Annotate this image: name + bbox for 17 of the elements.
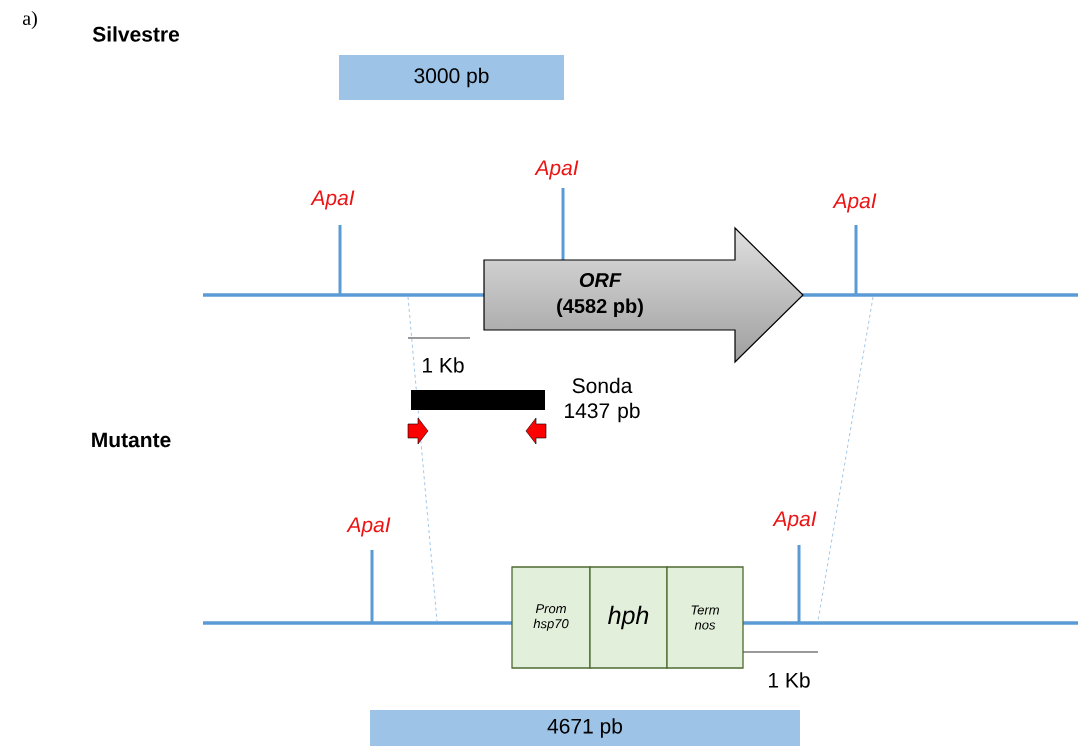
scale-label: 1 Kb bbox=[423, 357, 464, 373]
restriction-site-label: ApaI bbox=[832, 193, 877, 213]
restriction-site-label: ApaI bbox=[346, 517, 391, 537]
cassette-box: Term nos bbox=[666, 566, 744, 669]
size-band: 3000 pb bbox=[339, 55, 564, 100]
size-band: 4671 pb bbox=[370, 710, 800, 746]
probe-bar bbox=[411, 390, 545, 410]
restriction-site-label: ApaI bbox=[310, 190, 355, 210]
panel-label: a) bbox=[22, 10, 37, 30]
scale-label: 1 Kb bbox=[769, 672, 810, 688]
strain-label: Silvestre bbox=[92, 26, 180, 42]
cassette-box: Prom hsp70 bbox=[511, 566, 591, 669]
strain-label: Mutante bbox=[92, 432, 171, 448]
restriction-site-label: ApaI bbox=[534, 160, 579, 180]
probe-label: Sonda 1437 pb bbox=[565, 377, 640, 423]
cassette-box: hph bbox=[589, 566, 668, 669]
restriction-site-label: ApaI bbox=[772, 511, 817, 531]
